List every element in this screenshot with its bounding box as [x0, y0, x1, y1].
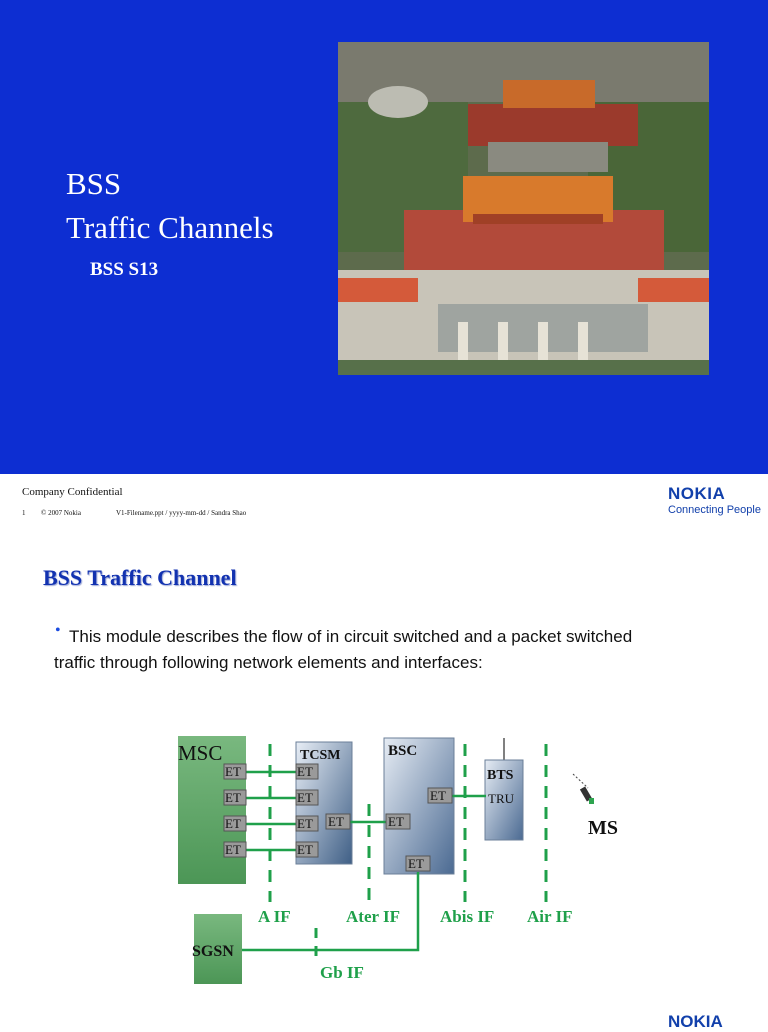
bullet-text: This module describes the flow of in cir…	[54, 627, 633, 672]
sgsn-box	[194, 914, 242, 984]
svg-text:ET: ET	[408, 856, 424, 871]
msc-label: MSC	[178, 741, 222, 765]
et-msc-1: ET	[223, 763, 247, 780]
nokia-logo: NOKIA	[668, 484, 726, 503]
mobile-phone-icon	[572, 773, 594, 804]
slide-title-line1: BSS	[66, 166, 122, 201]
file-info: V1-Filename.ppt / yyyy-mm-dd / Sandra Sh…	[116, 509, 247, 517]
confidential-label: Company Confidential	[22, 486, 123, 498]
et-bsc-ater: ET	[385, 813, 411, 830]
svg-text:ET: ET	[297, 842, 313, 857]
svg-text:ET: ET	[297, 764, 313, 779]
abis-if-label: Abis IF	[440, 907, 494, 926]
nokia-tagline: Connecting People	[668, 504, 761, 516]
msc-box	[178, 736, 246, 884]
svg-text:ET: ET	[430, 788, 446, 803]
bsc-box	[383, 737, 455, 875]
svg-text:ET: ET	[225, 842, 241, 857]
section-title: BSS Traffic Channel	[43, 565, 237, 590]
sgsn-label: SGSN	[192, 943, 234, 960]
svg-text:ET: ET	[328, 814, 344, 829]
page-number: 1	[22, 509, 26, 517]
slide-title: BSS Traffic Channels	[66, 162, 274, 250]
slide-subtitle: BSS S13	[90, 259, 159, 280]
ms-label: MS	[588, 817, 618, 839]
et-bsc-gb: ET	[405, 855, 431, 872]
bullet-icon: •	[55, 622, 61, 639]
bts-label: BTS	[487, 768, 514, 783]
title-slide: BSS Traffic Channels BSS S13	[0, 0, 768, 474]
et-tcsm-1: ET	[295, 763, 319, 780]
tru-label: TRU	[488, 791, 515, 806]
tcsm-label: TCSM	[300, 748, 340, 763]
network-diagram-svg: MSC TCSM BSC BTS TRU MS ET ET	[178, 736, 618, 984]
et-msc-3: ET	[223, 815, 247, 832]
svg-text:ET: ET	[388, 814, 404, 829]
et-msc-4: ET	[223, 841, 247, 858]
a-if-label: A IF	[258, 907, 291, 926]
svg-text:ET: ET	[297, 816, 313, 831]
bsc-label: BSC	[388, 743, 417, 759]
slide-title-line2: Traffic Channels	[66, 210, 274, 245]
gb-if-label: Gb IF	[320, 963, 364, 982]
et-tcsm-ater: ET	[325, 813, 351, 830]
svg-text:ET: ET	[225, 764, 241, 779]
svg-text:ET: ET	[225, 790, 241, 805]
air-if-label: Air IF	[527, 907, 573, 926]
slide-footer	[0, 474, 768, 544]
forbidden-city-photo	[338, 42, 709, 375]
nokia-logo-bottom: NOKIA	[668, 1012, 723, 1031]
network-diagram: MSC TCSM BSC BTS TRU MS ET ET	[0, 700, 768, 1024]
et-tcsm-3: ET	[295, 815, 319, 832]
copyright: © 2007 Nokia	[41, 509, 81, 517]
aerial-photo-illustration	[338, 42, 709, 375]
et-tcsm-2: ET	[295, 789, 319, 806]
bts-box	[484, 759, 524, 841]
et-tcsm-4: ET	[295, 841, 319, 858]
et-bsc-abis: ET	[427, 787, 453, 804]
et-msc-2: ET	[223, 789, 247, 806]
svg-text:ET: ET	[297, 790, 313, 805]
ater-if-label: Ater IF	[346, 907, 400, 926]
svg-text:ET: ET	[225, 816, 241, 831]
link-bsc-sgsn	[240, 872, 420, 952]
